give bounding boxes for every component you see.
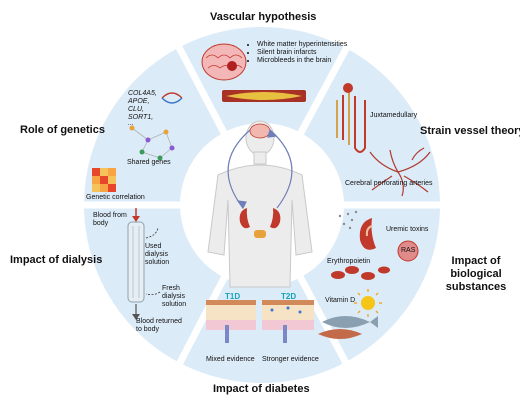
brain-kidney-arrows: [227, 128, 293, 210]
t2d-vessel-icon: [262, 300, 314, 343]
nephron-icon: [336, 83, 366, 153]
dna-icon: [161, 92, 183, 104]
erythropoietin-label: Erythropoietin: [327, 258, 371, 265]
t1d-caption: Mixed evidence: [206, 356, 255, 363]
t1d-label: T1D: [225, 292, 241, 301]
vascular-item: Microbleeds in the brain: [257, 57, 352, 65]
dialysis-title: Impact of dialysis: [10, 254, 103, 266]
perforating-arteries-label: Cerebral perforating arteries: [345, 180, 433, 187]
blood-returned-label: Blood returned to body: [136, 318, 182, 333]
ras-label: RAS: [401, 247, 416, 254]
vitamin-d-label: Vitamin D: [325, 297, 356, 304]
gene-list-item: CLU,: [128, 106, 144, 113]
t2d-label: T2D: [281, 292, 297, 301]
dialyzer-icon: [127, 208, 161, 320]
uremic-kidney-icon: [359, 218, 376, 250]
shared-genes-network-icon: [129, 125, 175, 161]
gene-list-item: APOE,: [128, 98, 150, 105]
figure-kidneys-icon: [239, 208, 281, 238]
vascular-brain-icon: [201, 43, 247, 81]
biological-title: Impact of biological substances: [445, 255, 507, 293]
genetic-correlation-label: Genetic correlation: [86, 194, 145, 201]
gene-list-item: COL4A5,: [128, 90, 157, 97]
diabetes-title: Impact of diabetes: [213, 383, 310, 395]
genetic-correlation-heatmap-icon: [92, 168, 116, 192]
juxtamedullary-label: Juxtamedullary: [370, 112, 418, 119]
genetics-title: Role of genetics: [20, 124, 105, 136]
erythrocyte-icons: [331, 266, 390, 280]
perforating-arteries-icon: [369, 147, 431, 197]
segment-dividers: [74, 32, 450, 380]
shared-genes-label: Shared genes: [127, 159, 171, 166]
vascular-item: Silent brain infarcts: [257, 49, 352, 57]
uremic-toxins-label: Uremic toxins: [386, 226, 429, 233]
gene-list-item: SORT1,: [128, 114, 154, 121]
vessel-narrowing-icon: [222, 90, 306, 102]
strain-title: Strain vessel theory: [420, 125, 520, 137]
gene-list-item: ...: [128, 120, 134, 127]
figure-brain-icon: [249, 123, 271, 139]
uremic-toxin-particles-icon: [338, 210, 358, 230]
blood-from-body-label: Blood from body: [93, 212, 127, 227]
t1d-vessel-icon: [206, 300, 256, 343]
fish-icon: [318, 316, 378, 339]
vascular-items-list: White matter hyperintensities Silent bra…: [248, 41, 352, 65]
sun-icon: [354, 289, 382, 317]
t2d-caption: Stronger evidence: [262, 356, 319, 363]
fresh-dialysis-label: Fresh dialysis solution: [162, 285, 187, 308]
vascular-title: Vascular hypothesis: [210, 11, 317, 23]
ras-badge: [397, 240, 419, 262]
used-dialysis-label: Used dialysis solution: [145, 243, 170, 266]
vascular-item: White matter hyperintensities: [257, 41, 352, 49]
